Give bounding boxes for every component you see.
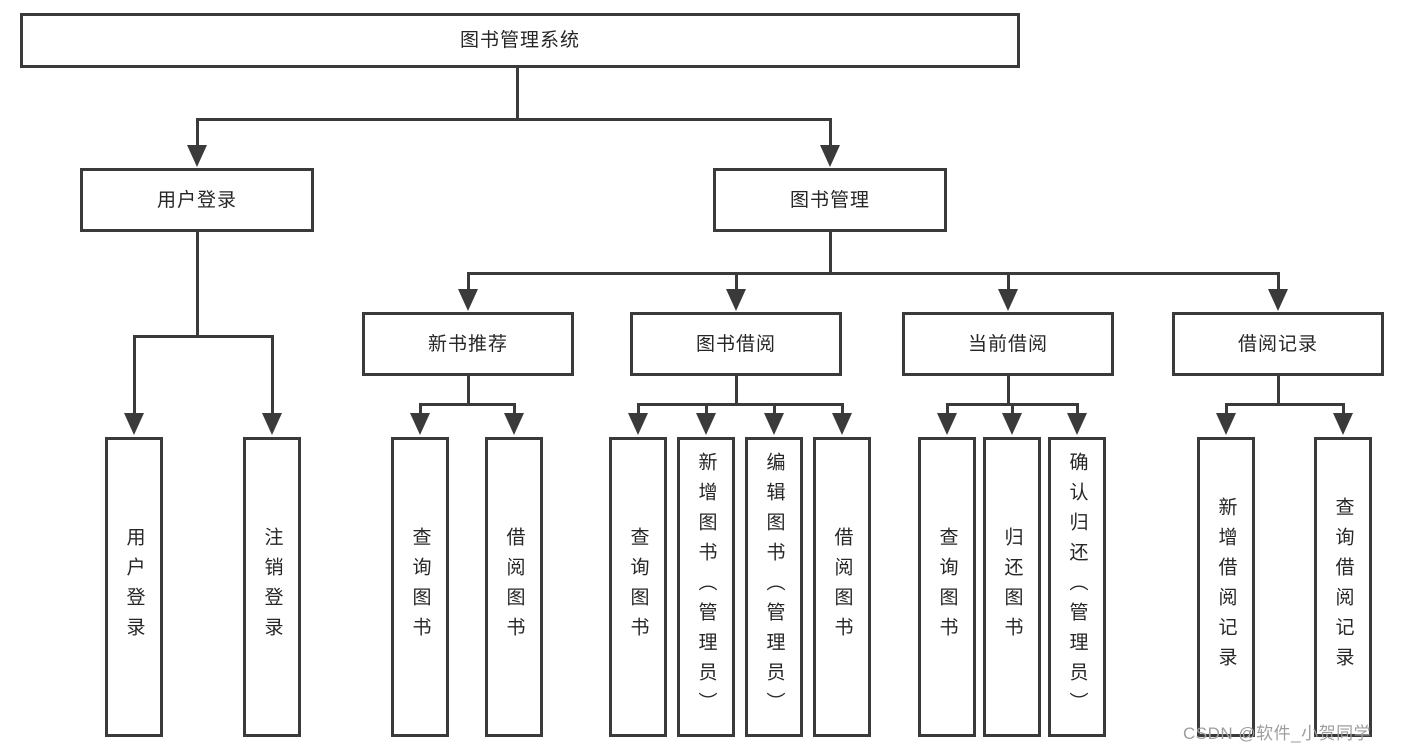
leaf-borrow-books-recommend: 借阅图书 [485,437,543,737]
arrow-down-icon [998,289,1018,311]
leaf-logout: 注销登录 [243,437,301,737]
connector-to-leaf [704,405,708,417]
arrow-down-icon [187,145,207,167]
node-user-login: 用户登录 [80,168,314,232]
arrow-down-icon [1333,413,1353,435]
connector-to-leaf [1075,405,1079,417]
connector-level1-bar [195,118,832,121]
connector-to-book-borrow [734,274,738,292]
leaf-query-books-borrowing: 查询图书 [609,437,667,737]
connector-drop [466,376,470,406]
node-current-borrowing: 当前借阅 [902,312,1114,376]
connector-bar [636,403,844,406]
node-borrowing-records: 借阅记录 [1172,312,1384,376]
connector-bar [1224,403,1345,406]
arrow-down-icon [628,413,648,435]
arrow-down-icon [820,145,840,167]
connector-to-leaf [132,337,136,415]
arrow-down-icon [1268,289,1288,311]
connector-to-leaf [1341,405,1345,417]
connector-to-leaf [772,405,776,417]
connector-bar [418,403,516,406]
leaf-add-borrow-record: 新增借阅记录 [1197,437,1255,737]
arrow-down-icon [832,413,852,435]
connector-to-leaf [1010,405,1014,417]
connector-book-management-drop [828,232,832,275]
arrow-down-icon [1216,413,1236,435]
connector-level3-bar [466,272,1280,275]
connector-user-login-drop [195,232,199,338]
node-book-borrowing: 图书借阅 [630,312,842,376]
connector-to-leaf [418,405,422,417]
leaf-borrow-books-borrowing: 借阅图书 [813,437,871,737]
connector-drop [1276,376,1280,406]
watermark: CSDN @软件_小贺同学 [1183,724,1372,743]
arrow-down-icon [726,289,746,311]
connector-to-borrow-record [1276,274,1280,292]
leaf-edit-book-admin: 编辑图书（管理员） [745,437,803,737]
node-new-book-recommend: 新书推荐 [362,312,574,376]
node-root: 图书管理系统 [20,13,1020,68]
connector-to-leaf [270,337,274,415]
leaf-user-login: 用户登录 [105,437,163,737]
arrow-down-icon [696,413,716,435]
leaf-query-borrow-record: 查询借阅记录 [1314,437,1372,737]
leaf-add-book-admin: 新增图书（管理员） [677,437,735,737]
connector-drop [734,376,738,406]
arrow-down-icon [764,413,784,435]
connector-to-current-borrow [1006,274,1010,292]
arrow-down-icon [458,289,478,311]
leaf-query-books-recommend: 查询图书 [391,437,449,737]
connector-to-leaf [512,405,516,417]
arrow-down-icon [124,413,144,435]
leaf-return-books: 归还图书 [983,437,1041,737]
connector-user-login-bar [132,335,274,338]
connector-to-new-book-rec [466,274,470,292]
arrow-down-icon [504,413,524,435]
arrow-down-icon [410,413,430,435]
arrow-down-icon [262,413,282,435]
leaf-confirm-return-admin: 确认归还（管理员） [1048,437,1106,737]
node-book-management: 图书管理 [713,168,947,232]
connector-bar [945,403,1079,406]
leaf-query-books-current: 查询图书 [918,437,976,737]
connector-root-drop [515,68,519,120]
arrow-down-icon [1002,413,1022,435]
arrow-down-icon [1067,413,1087,435]
connector-to-leaf [1224,405,1228,417]
connector-to-user-login [195,120,199,148]
connector-to-leaf [945,405,949,417]
connector-to-leaf [636,405,640,417]
connector-drop [1006,376,1010,406]
arrow-down-icon [937,413,957,435]
connector-to-leaf [840,405,844,417]
connector-to-book-management [828,120,832,148]
